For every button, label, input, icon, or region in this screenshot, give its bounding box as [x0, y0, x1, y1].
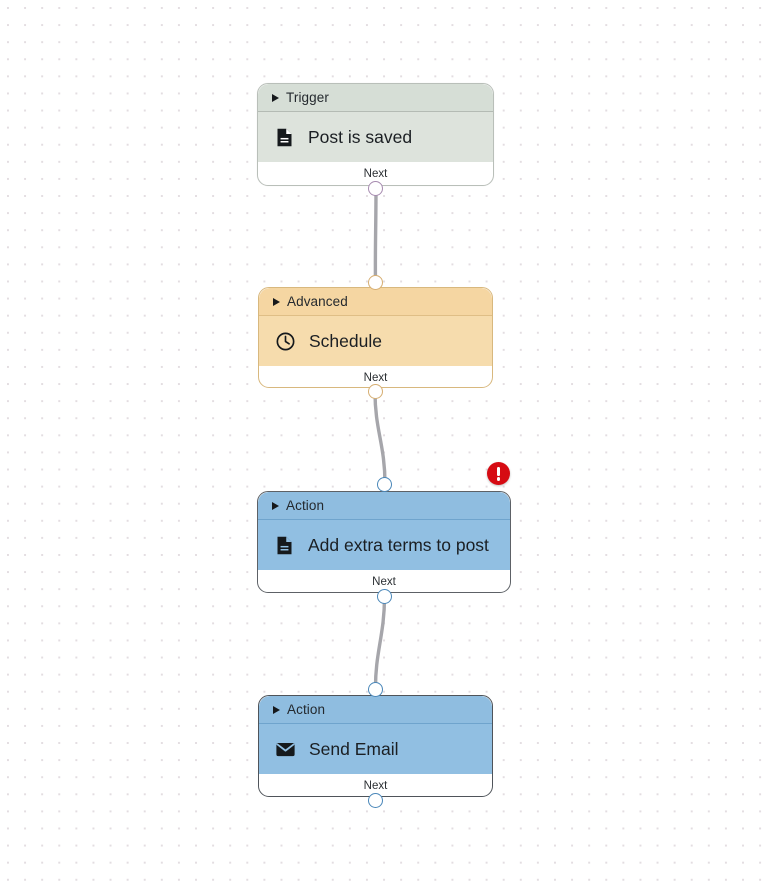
- node-next-bar[interactable]: Next: [259, 774, 492, 796]
- node-next-bar[interactable]: Next: [259, 366, 492, 387]
- port-out-action-email[interactable]: [368, 793, 383, 808]
- node-body-trigger[interactable]: Post is saved: [258, 112, 493, 162]
- port-in-action-terms[interactable]: [377, 477, 392, 492]
- edge-action-terms-to-send-email: [373, 595, 387, 692]
- port-out-trigger[interactable]: [368, 181, 383, 196]
- error-bang-stem: [496, 466, 501, 476]
- document-icon: [274, 535, 295, 556]
- node-action-send-email[interactable]: Action Send Email Next: [258, 695, 493, 797]
- error-exclamation-icon[interactable]: [487, 462, 510, 485]
- node-title: Post is saved: [308, 126, 413, 147]
- header-divider: [258, 111, 493, 112]
- port-in-action-email[interactable]: [368, 682, 383, 697]
- header-divider: [258, 519, 510, 520]
- node-body-advanced[interactable]: Schedule: [259, 316, 492, 366]
- node-next-bar[interactable]: Next: [258, 162, 493, 185]
- node-next-bar[interactable]: Next: [258, 570, 510, 592]
- node-header-label: Trigger: [286, 90, 329, 105]
- node-header-label: Action: [287, 702, 326, 717]
- next-label: Next: [363, 779, 388, 792]
- node-header-action-terms[interactable]: Action: [258, 492, 510, 519]
- port-out-advanced[interactable]: [368, 384, 383, 399]
- node-body-action-terms[interactable]: Add extra terms to post: [258, 520, 510, 570]
- node-advanced-schedule[interactable]: Advanced Schedule Next: [258, 287, 493, 388]
- node-title: Add extra terms to post: [308, 534, 489, 555]
- next-label: Next: [363, 167, 388, 180]
- edge-trigger-to-advanced: [373, 187, 378, 285]
- port-in-advanced[interactable]: [368, 275, 383, 290]
- error-bang-dot: [496, 477, 501, 481]
- edge-advanced-to-action-terms: [373, 390, 387, 486]
- node-action-add-extra-terms-to-post[interactable]: Action Add extra terms to post Next: [257, 491, 511, 593]
- node-header-trigger[interactable]: Trigger: [258, 84, 493, 111]
- document-icon: [274, 127, 295, 148]
- disclosure-triangle-icon[interactable]: [272, 94, 279, 102]
- next-label: Next: [363, 371, 388, 384]
- clock-icon: [275, 331, 296, 352]
- node-title: Send Email: [309, 738, 399, 759]
- node-header-label: Advanced: [287, 294, 348, 309]
- node-header-action-email[interactable]: Action: [259, 696, 492, 723]
- node-title: Schedule: [309, 330, 382, 351]
- header-divider: [259, 315, 492, 316]
- envelope-icon: [275, 739, 296, 760]
- port-out-action-terms[interactable]: [377, 589, 392, 604]
- disclosure-triangle-icon[interactable]: [273, 706, 280, 714]
- node-body-action-email[interactable]: Send Email: [259, 724, 492, 774]
- disclosure-triangle-icon[interactable]: [273, 298, 280, 306]
- node-trigger-post-is-saved[interactable]: Trigger Post is saved Next: [257, 83, 494, 186]
- next-label: Next: [372, 575, 396, 588]
- node-header-advanced[interactable]: Advanced: [259, 288, 492, 315]
- disclosure-triangle-icon[interactable]: [272, 502, 279, 510]
- header-divider: [259, 723, 492, 724]
- node-header-label: Action: [286, 498, 325, 513]
